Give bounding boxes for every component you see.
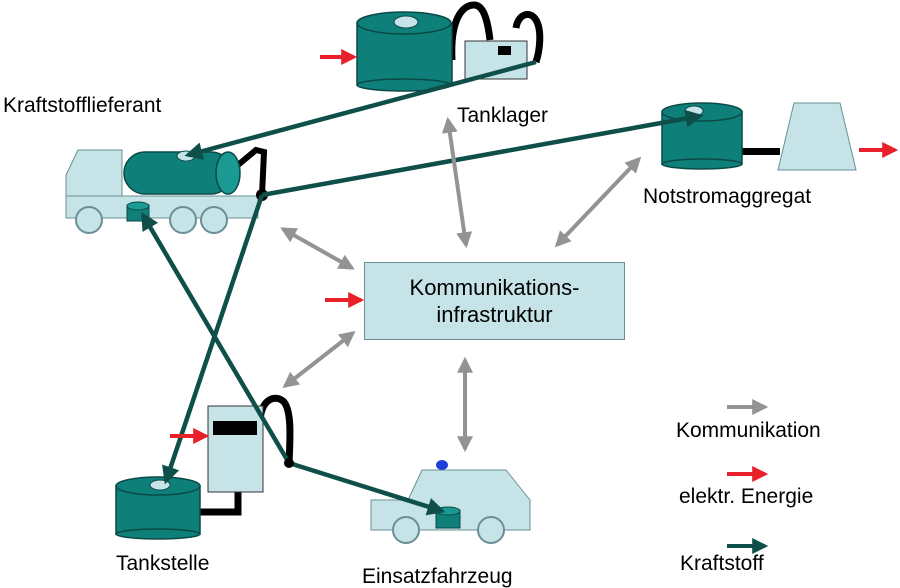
siren-icon <box>436 460 448 470</box>
truck-hose <box>236 146 268 196</box>
tankstelle-hose <box>256 394 294 464</box>
comm-arrow-tanklager <box>441 116 473 249</box>
label-kraftstofflieferant: Kraftstofflieferant <box>3 94 162 117</box>
legend-label-energie: elektr. Energie <box>679 485 814 508</box>
fuel-arrow-truck-generator <box>261 109 704 198</box>
center-label-line1: Kommunikations- <box>409 274 580 300</box>
comm-arrow-generator <box>554 156 642 248</box>
tanklager-icon <box>356 1 544 92</box>
legend-arrows <box>727 399 769 554</box>
comm-arrow-tankstelle <box>282 331 356 388</box>
legend-label-kraftstoff: Kraftstoff <box>680 552 764 575</box>
label-einsatzfahrzeug: Einsatzfahrzeug <box>362 565 513 588</box>
vehicle-icon <box>370 460 531 544</box>
tanklager-hose <box>448 1 494 61</box>
kommunikationsinfrastruktur-box: Kommunikations- infrastruktur <box>364 262 625 340</box>
fuel-arrow-tanklager-truck <box>184 59 537 160</box>
center-label-line2: infrastruktur <box>436 302 553 327</box>
fuel-flows <box>141 59 704 516</box>
label-tanklager: Tanklager <box>457 104 549 127</box>
tankstelle-icon <box>115 394 294 540</box>
label-notstromaggregat: Notstromaggregat <box>643 185 812 208</box>
comm-flows <box>280 116 642 453</box>
fuel-arrow-tankstelle-vehicle <box>288 460 446 516</box>
generator-icon <box>661 102 857 171</box>
truck-icon <box>65 146 268 234</box>
legend-label-kommunikation: Kommunikation <box>676 419 821 442</box>
tanklager-hose-2 <box>512 11 544 64</box>
energy-flows <box>170 49 899 444</box>
label-tankstelle: Tankstelle <box>116 552 210 575</box>
fuel-arrow-tankstelle-truck <box>141 211 291 465</box>
comm-arrow-truck <box>280 227 355 270</box>
